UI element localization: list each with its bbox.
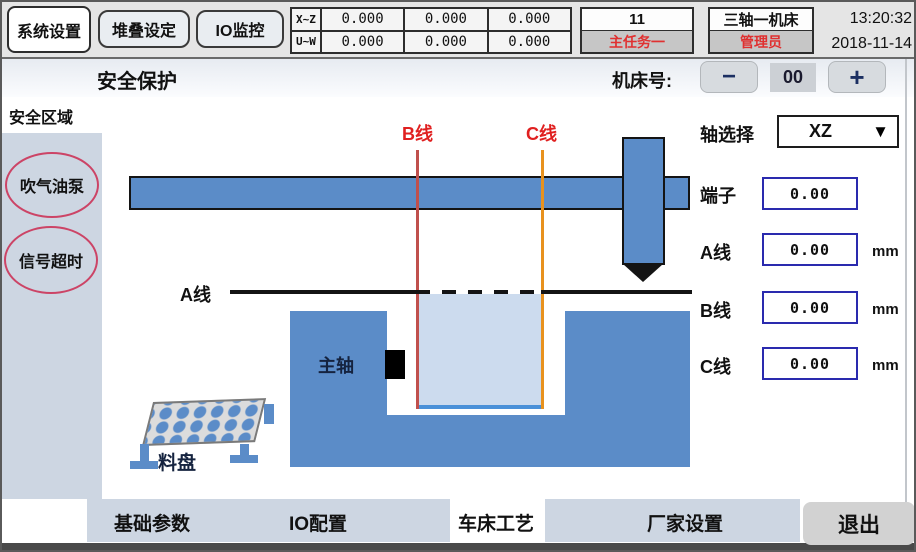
c-line-marker <box>541 150 544 409</box>
clock-time: 13:20:32 <box>849 10 912 27</box>
tab-lathe-process[interactable]: 车床工艺 <box>458 514 535 535</box>
tab-stack-settings-label: 堆叠设定 <box>111 23 176 40</box>
window-bottom-edge <box>2 543 914 550</box>
minus-icon: − <box>721 63 736 90</box>
tray-leg-shape <box>264 404 274 424</box>
tray-leg-shape <box>240 444 249 459</box>
coord-value: 0.000 <box>319 7 406 32</box>
spindle-tip-icon <box>623 264 663 282</box>
chevron-down-icon: ▼ <box>872 121 889 141</box>
b-line-marker <box>416 150 419 409</box>
a-line-marker-dashed <box>416 290 541 294</box>
spindle-column-shape <box>622 137 665 265</box>
c-line-label: C线 <box>526 124 557 144</box>
c-line-input[interactable]: 0.00 <box>762 347 858 380</box>
coord-value: 0.000 <box>403 29 489 54</box>
table-row: X~Z 0.000 0.000 0.000 <box>290 7 573 32</box>
sub-header <box>2 59 914 97</box>
a-line-marker-left <box>230 290 416 294</box>
task-number: 11 <box>582 9 692 31</box>
machine-name: 三轴一机床 <box>710 9 812 31</box>
a-line-label: A线 <box>180 285 211 305</box>
footer-active-tab-highlight <box>450 499 545 542</box>
tab-system-settings[interactable]: 系统设置 <box>7 6 91 53</box>
panel-divider <box>905 59 907 545</box>
b-line-label: B线 <box>402 124 433 144</box>
terminal-input[interactable]: 0.00 <box>762 177 858 210</box>
coord-value: 0.000 <box>403 7 489 32</box>
sidebar-item-safety-zone[interactable]: 安全区域 <box>2 98 102 133</box>
spindle-label: 主轴 <box>318 356 354 376</box>
tab-factory-settings[interactable]: 厂家设置 <box>647 514 724 535</box>
task-status-box: 11 主任务一 <box>580 7 694 54</box>
tray-leg-shape <box>140 444 149 465</box>
coord-value: 0.000 <box>486 29 573 54</box>
b-line-field-label: B线 <box>700 301 731 321</box>
axis-group-label: U~W <box>290 29 322 54</box>
spindle-chuck-shape <box>385 350 405 379</box>
a-line-field-label: A线 <box>700 243 731 263</box>
material-tray-shape <box>142 398 267 446</box>
alarm-indicator-air-pump[interactable]: 吹气油泵 <box>5 152 99 218</box>
tab-io-monitor[interactable]: IO监控 <box>196 10 284 48</box>
axis-select-value: XZ <box>809 121 833 141</box>
a-line-marker-right <box>541 290 692 294</box>
b-line-input[interactable]: 0.00 <box>762 291 858 324</box>
sidebar-item-label: 安全区域 <box>9 109 74 127</box>
coord-value: 0.000 <box>486 7 573 32</box>
c-line-unit: mm <box>872 357 899 374</box>
coordinate-readout-table: X~Z 0.000 0.000 0.000 U~W 0.000 0.000 0.… <box>290 7 573 54</box>
b-line-unit: mm <box>872 301 899 318</box>
work-zone-pool-shape <box>419 294 541 409</box>
plus-icon: + <box>849 61 865 92</box>
tray-leg-shape <box>130 461 158 469</box>
footer-tab-bar <box>87 499 800 542</box>
page-title: 安全保护 <box>97 71 177 93</box>
terminal-field-label: 端子 <box>700 186 736 206</box>
clock-date: 2018-11-14 <box>831 35 912 52</box>
clock: 13:20:32 2018-11-14 <box>818 6 914 56</box>
axis-group-label: X~Z <box>290 7 322 32</box>
machine-number-increment-button[interactable]: + <box>828 61 886 93</box>
tab-basic-params[interactable]: 基础参数 <box>114 514 191 535</box>
gantry-beam-shape <box>129 176 690 210</box>
a-line-input[interactable]: 0.00 <box>762 233 858 266</box>
machine-number-decrement-button[interactable]: − <box>700 61 758 93</box>
alarm-indicator-signal-timeout[interactable]: 信号超时 <box>4 226 98 294</box>
machine-number-value: 00 <box>770 63 816 92</box>
tray-label: 料盘 <box>158 453 197 474</box>
tray-leg-shape <box>230 455 258 463</box>
alarm-label: 吹气油泵 <box>19 179 84 196</box>
task-name: 主任务一 <box>582 31 692 52</box>
c-line-field-label: C线 <box>700 357 731 377</box>
coord-value: 0.000 <box>319 29 406 54</box>
logged-in-user: 管理员 <box>710 31 812 52</box>
tab-system-settings-label: 系统设置 <box>16 23 81 41</box>
machine-body-base-shape <box>290 415 690 467</box>
a-line-unit: mm <box>872 243 899 260</box>
axis-select-label: 轴选择 <box>700 125 754 145</box>
tab-io-monitor-label: IO监控 <box>215 23 265 40</box>
table-row: U~W 0.000 0.000 0.000 <box>290 29 573 54</box>
alarm-label: 信号超时 <box>18 254 83 271</box>
machine-status-box: 三轴一机床 管理员 <box>708 7 814 54</box>
machine-number-label: 机床号: <box>612 71 672 91</box>
exit-button[interactable]: 退出 <box>803 502 914 545</box>
axis-select-dropdown[interactable]: XZ ▼ <box>777 115 899 148</box>
tab-io-config[interactable]: IO配置 <box>289 514 348 535</box>
tab-stack-settings[interactable]: 堆叠设定 <box>98 10 190 48</box>
